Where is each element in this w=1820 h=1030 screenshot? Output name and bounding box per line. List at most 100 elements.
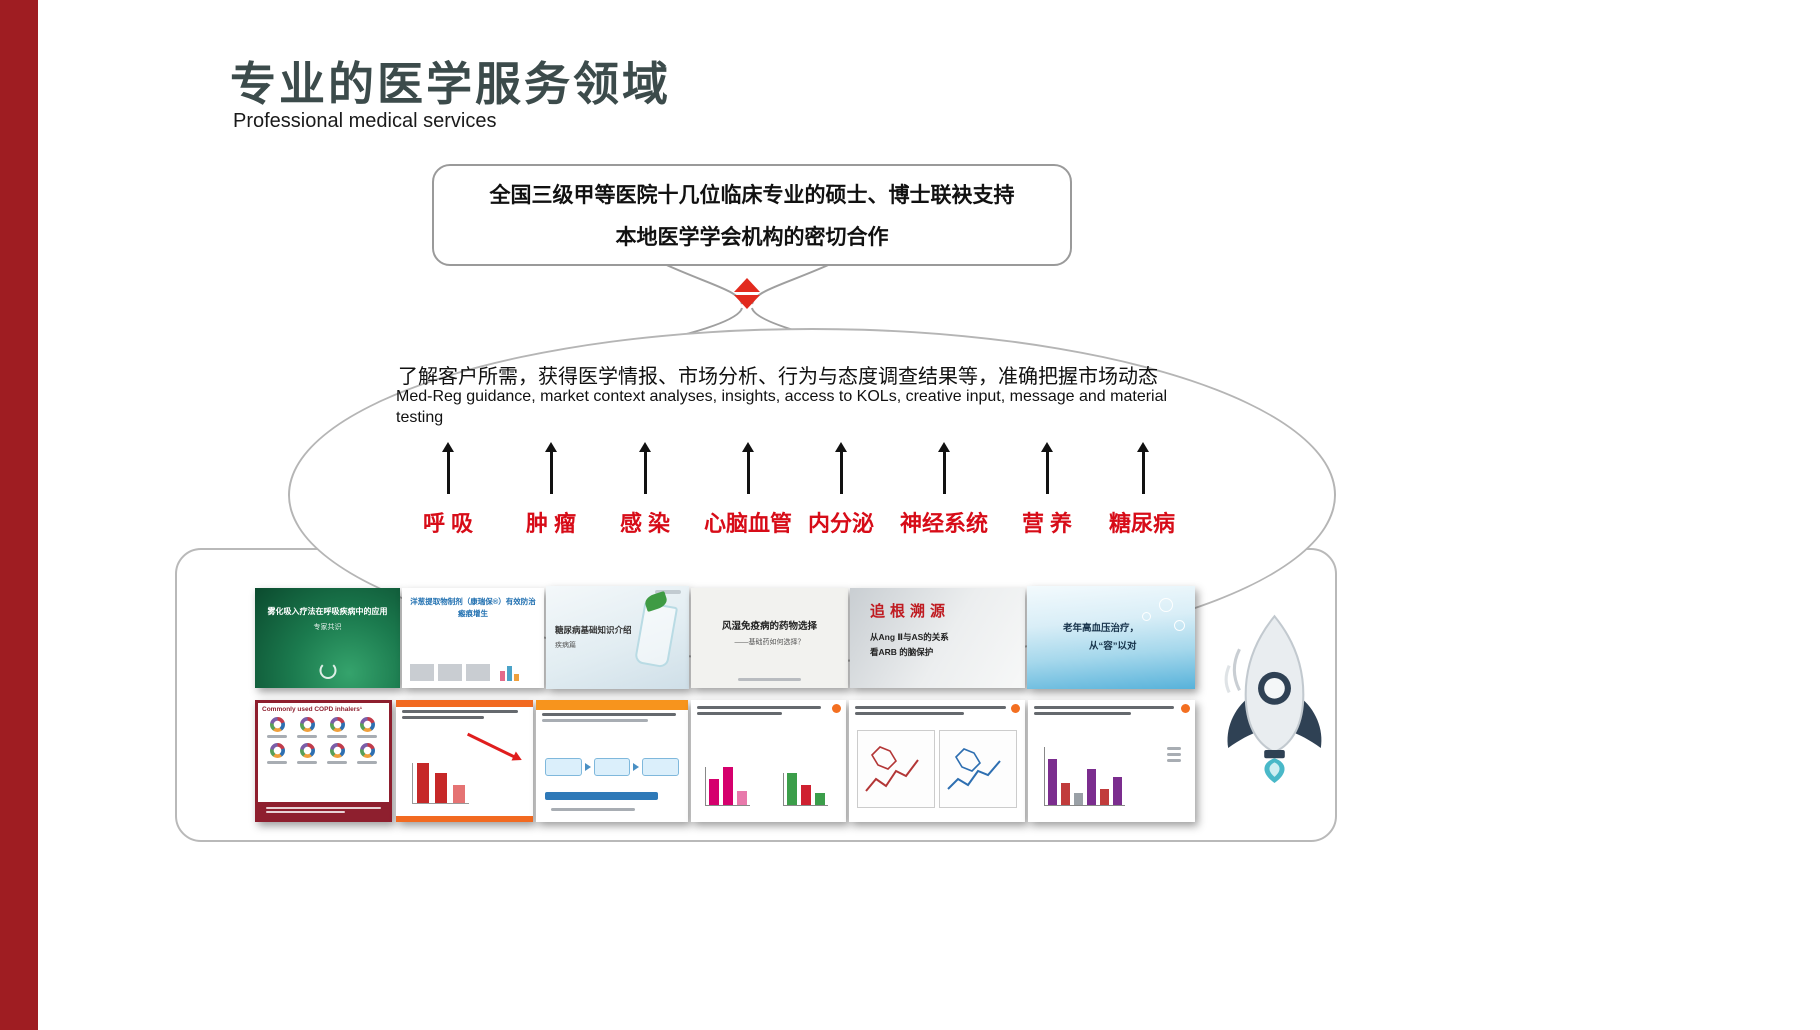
text-skeleton [402,710,519,713]
text-skeleton [697,706,821,709]
specialty-endocrine: 内分泌 [807,511,875,536]
text-skeleton [551,808,635,811]
slide-thumb-ics-laba-chart [396,700,533,822]
brand-dot-icon [832,704,841,713]
up-arrow-icon [937,442,951,494]
logo-placeholder [655,590,681,594]
thumb-title: 老年高血压治疗， [1063,623,1140,634]
arrow-stem [1142,451,1145,494]
arrow-head [835,442,847,452]
bubble-decoration [1142,612,1151,621]
bubble-line-1: 全国三级甲等医院十几位临床专业的硕士、博士联袂支持 [489,184,1015,207]
arrow-head [442,442,454,452]
flowchart [545,758,680,776]
donut-chart [329,717,345,732]
donut-chart [299,717,315,732]
text-skeleton [542,719,649,722]
slide-thumb-onion-extract: 洋葱提取物制剂（康瑞保®）有效防治瘢痕增生 [402,588,544,688]
diamond-top-half [734,278,760,292]
thumb-subtitle: ——基础药如何选择？ [734,639,805,646]
red-bar-chart [412,763,469,804]
arrow-stem [943,451,946,494]
arrow-head [742,442,754,452]
donut-chart [269,743,285,758]
decline-arrow-icon [466,732,516,759]
photo-placeholder [438,664,462,681]
brand-dot-icon [1181,704,1190,713]
specialty-nutrition: 营 养 [1021,511,1073,536]
magenta-bar-chart [705,767,750,806]
up-arrow-icon [834,442,848,494]
specialty-infection: 感 染 [619,511,671,536]
rocket-icon [1224,614,1322,783]
molecule-panel [857,730,935,808]
thumb-subtitle: 从“容”以对 [1089,641,1137,652]
photo-placeholder [410,664,434,681]
donut-chart [359,717,375,732]
arrow-stem [1046,451,1049,494]
footer-line [738,678,801,681]
donut-chart [359,743,375,758]
slide-thumb-ics-laba-comparison [1028,700,1195,822]
slide-thumb-elderly-hypertension: 老年高血压治疗， 从“容”以对 [1027,586,1195,689]
diamond-bottom-half [734,295,760,309]
text-skeleton [855,706,1007,709]
bubble-decoration [1174,620,1185,631]
text-skeleton [1034,706,1175,709]
arrow-head [545,442,557,452]
up-arrow-icon [441,442,455,494]
specialty-oncology: 肿 瘤 [525,511,577,536]
text-skeleton [855,712,965,715]
slide-thumb-arb-brain-protection: 追根溯源 从Ang Ⅱ与AS的关系 看ARB 的脑保护 [850,588,1025,688]
mini-bar-chart [500,666,519,681]
beaker-icon [633,601,679,669]
thumb-title: 糖尿病基础知识介绍 [555,625,632,635]
molecule-drawing [947,748,1001,790]
diamond-connector-icon [734,278,760,310]
thumb-title: 雾化吸入疗法在呼吸疾病中的应用 [267,607,388,616]
arrow-head [1137,442,1149,452]
bubble-line-2: 本地医学学会机构的密切合作 [615,226,889,249]
thumb-subtitle-1: 从Ang Ⅱ与AS的关系 [870,632,949,642]
up-arrow-icon [741,442,755,494]
slide-thumb-study-design-flow [536,700,688,822]
up-arrow-icon [544,442,558,494]
header-band [396,700,533,707]
specialty-respiratory: 呼 吸 [422,511,474,536]
slide-thumb-molecular-structures [849,700,1025,822]
thumb-title: 追根溯源 [870,603,951,620]
molecule-panel [939,730,1017,808]
slide-thumb-diabetes-basics: 糖尿病基础知识介绍 疾病篇 [546,586,689,689]
insights-text-en: Med-Reg guidance, market context analyse… [396,388,1168,427]
flow-box [545,758,582,776]
donut-chart [299,743,315,758]
support-speech-bubble: 全国三级甲等医院十几位临床专业的硕士、博士联袂支持 本地医学学会机构的密切合作 [432,164,1072,266]
footer-band [396,816,533,822]
left-accent-bar [0,0,38,1030]
slide-thumb-copd-inhalers: Commonly used COPD inhalers¹ [255,700,392,822]
header-band [536,700,688,710]
text-skeleton [1034,712,1131,715]
page-title: 专业的医学服务领域 [230,58,671,110]
arrow-head [938,442,950,452]
text-skeleton [542,713,676,716]
specialty-cardiovascular: 心脑血管 [703,511,793,536]
text-skeleton [402,716,485,719]
page-subtitle: Professional medical services [233,110,497,132]
photo-strip [410,664,536,681]
thumb-title: 风湿免疫病的药物选择 [721,621,817,632]
slide-thumb-nebulization-consensus: 雾化吸入疗法在呼吸疾病中的应用 专家共识 [255,588,400,688]
insights-text-cn: 了解客户所需，获得医学情报、市场分析、行为与态度调查结果等，准确把握市场动态 [398,366,1158,388]
arrow-stem [840,451,843,494]
slide-thumb-efficacy-bars [691,700,846,822]
up-arrow-icon [1040,442,1054,494]
flow-box [593,758,631,776]
slide-thumb-rheumatology-drugs: 风湿免疫病的药物选择 ——基础药如何选择？ [691,588,848,688]
photo-placeholder [466,664,490,681]
thumb-subtitle-2: 看ARB 的脑保护 [870,647,934,657]
arrow-stem [644,451,647,494]
arrow-head [1041,442,1053,452]
up-arrow-icon [638,442,652,494]
thumb-subtitle: 专家共识 [313,624,342,631]
